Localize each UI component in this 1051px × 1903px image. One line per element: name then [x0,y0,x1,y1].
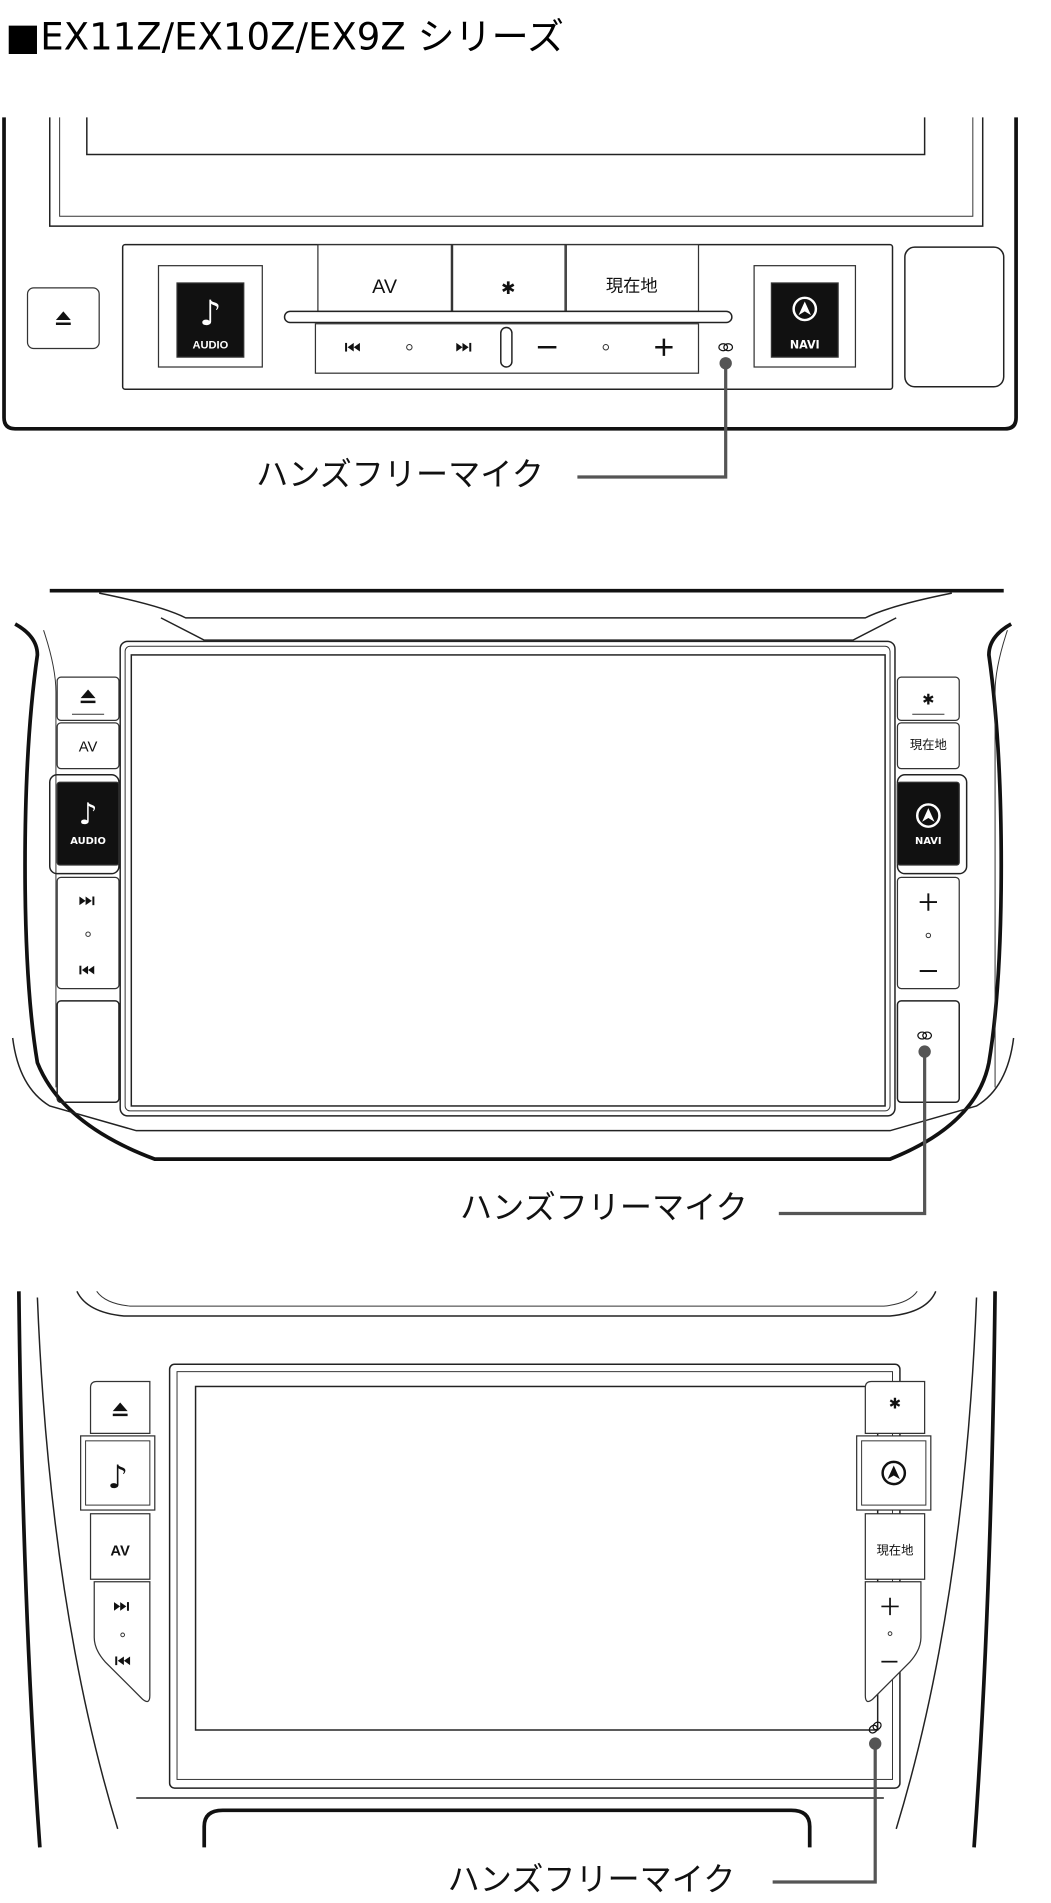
lower-slot [202,1808,812,1848]
microphone-icon [867,1719,884,1736]
navi-button[interactable] [896,781,960,866]
star-icon: ✱ [889,1397,901,1413]
plus-icon[interactable] [655,338,673,356]
volume-rocker[interactable] [864,1581,922,1703]
dot-icon [406,344,413,351]
audio-label: AUDIO [70,836,106,847]
track-rocker[interactable] [56,876,120,990]
star-icon: ✱ [501,278,515,298]
callout-line [577,363,728,479]
dot-icon [602,344,610,351]
av-button[interactable] [56,722,120,770]
mic-callout-label: ハンズフリーマイク [448,1862,736,1898]
star-icon: ✱ [922,692,934,708]
screen [130,654,886,1107]
minus-icon [881,1660,898,1663]
eject-button[interactable] [56,676,120,722]
music-note-icon: ♪ [199,294,221,334]
divider-knob [500,326,513,368]
control-bar [314,323,700,374]
outer-shell-left [17,1291,42,1848]
current-location-label: 現在地 [910,738,947,752]
mic-callout-label: ハンズフリーマイク [460,1189,748,1225]
current-location-label: 現在地 [876,1544,913,1558]
audio-button[interactable] [56,781,120,866]
top-vent [76,1290,937,1317]
track-rocker[interactable] [93,1581,151,1703]
star-button[interactable] [451,244,566,313]
figure-ex11z-unit: ♪ AUDIO AV ✱ 現在地 NAVI ハンズフリーマイク [2,117,1018,493]
star-button[interactable] [896,676,960,722]
plus-icon [919,893,937,911]
section-title: ■EX11Z/EX10Z/EX9Z シリーズ [5,15,564,58]
current-location-button[interactable] [896,722,960,770]
current-location-button[interactable] [565,244,700,313]
figure-ex10z-unit: AV ♪ AUDIO ✱ 現在地 NAVI ハンズフリーマイク [11,588,1015,1225]
navi-label: NAVI [915,836,942,847]
plus-icon [881,1597,899,1616]
audio-label: AUDIO [192,339,228,351]
outer-shell [14,622,1013,1161]
audio-button[interactable] [80,1435,156,1511]
screen [194,1385,879,1731]
microphone-icon [917,1031,933,1040]
minus-icon[interactable] [537,346,557,349]
av-label: AV [110,1544,130,1560]
star-button[interactable] [864,1380,926,1435]
callout-line [772,1743,877,1884]
music-note-icon: ♪ [107,1458,127,1496]
av-button[interactable] [317,244,452,313]
navi-label: NAVI [790,338,820,351]
current-location-button[interactable] [864,1513,926,1580]
screen-bezel [49,117,984,227]
mic-callout-label: ハンズフリーマイク [256,457,544,493]
av-label: AV [79,739,98,755]
screen-bezel [119,640,896,1117]
screen [86,117,926,156]
disc-slot [283,310,733,324]
outer-frame [2,117,1018,431]
av-button[interactable] [89,1513,151,1580]
outer-shell-right [972,1291,997,1848]
callout-line [778,1051,927,1216]
figure-ex9z-unit: ♪ AV ✱ 現在地 ハンズフリーマイク [17,1290,997,1898]
music-note-icon: ♪ [79,796,98,831]
minus-icon [919,970,937,973]
microphone-icon [718,343,734,352]
side-cover [904,246,1005,388]
av-label: AV [372,276,398,298]
screen-bezel [168,1363,901,1789]
current-location-label: 現在地 [606,276,658,296]
